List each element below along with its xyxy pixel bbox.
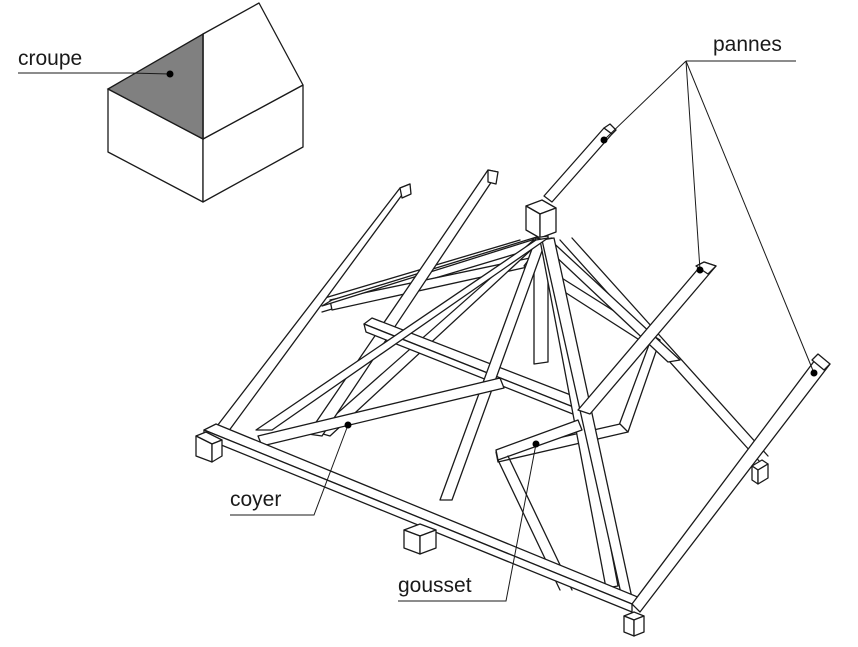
croupe-label: croupe <box>18 47 83 70</box>
panne-ridge <box>543 123 617 203</box>
coyer-leader <box>230 424 349 516</box>
pannes-leader-2 <box>685 60 701 271</box>
leader-dots <box>166 70 818 448</box>
pannes-label: pannes <box>713 33 782 56</box>
house-inset <box>106 2 304 203</box>
pannes-leader-1 <box>603 60 687 141</box>
front-sole-plates <box>203 353 831 613</box>
front-hip-rafters <box>255 237 633 599</box>
coyer-label: coyer <box>230 488 282 511</box>
pannes-leader-3 <box>685 60 815 374</box>
king-post <box>525 199 557 365</box>
panne-right-middle <box>577 261 717 415</box>
leader-lines <box>18 60 815 602</box>
support-blocks <box>195 431 769 637</box>
gousset-leader <box>398 443 537 602</box>
gousset-label: gousset <box>398 574 472 597</box>
croupe-leader <box>18 72 171 75</box>
